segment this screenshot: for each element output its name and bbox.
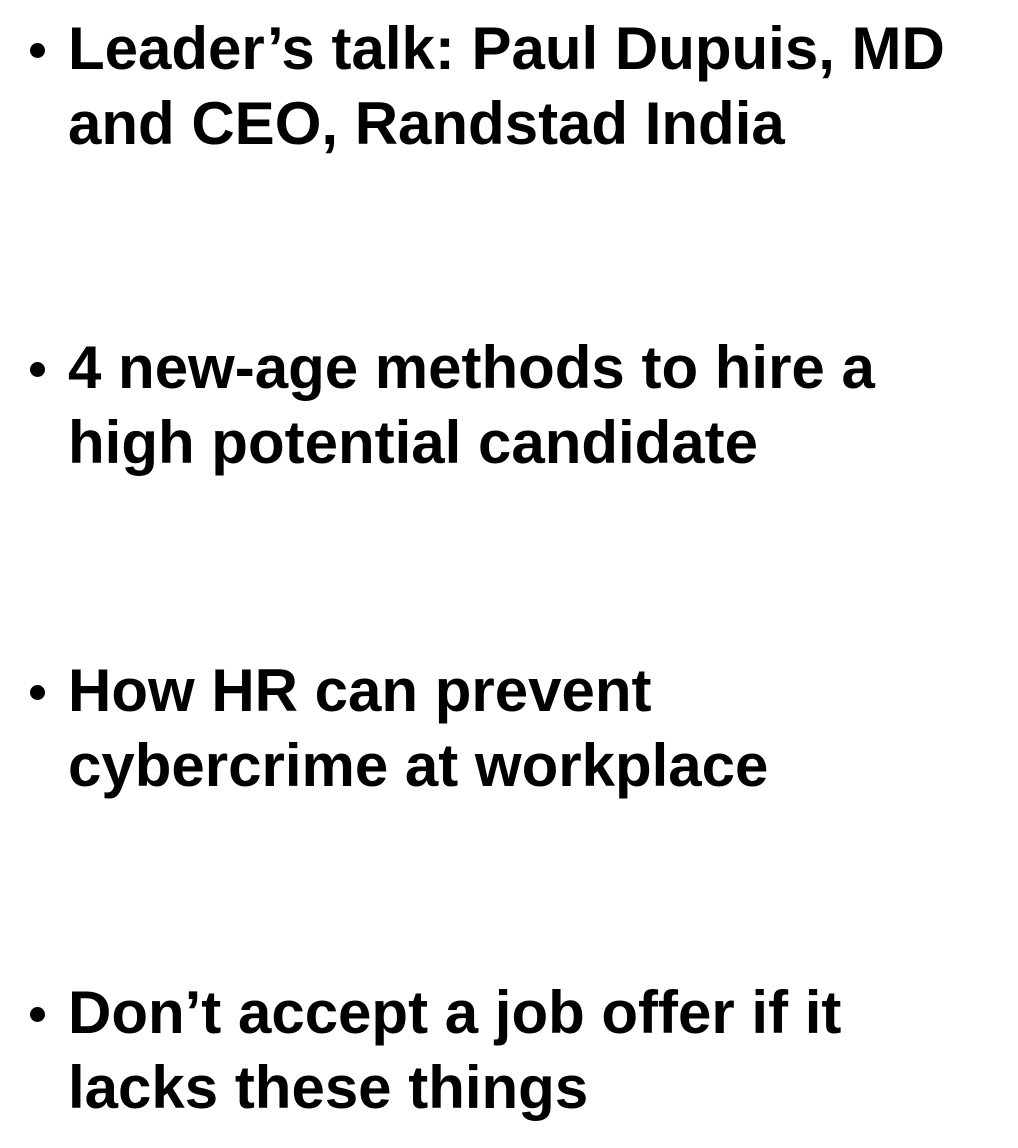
list-item-line: and CEO, Randstad India	[68, 90, 785, 157]
list-item-text: Leader’s talk: Paul Dupuis, MD and CEO, …	[68, 11, 945, 161]
bullet-icon	[30, 685, 45, 700]
list-item-line: How HR can prevent	[68, 657, 652, 724]
list-item-line: cybercrime at workplace	[68, 732, 769, 799]
list-item-line: high potential candidate	[68, 409, 759, 476]
list-item-text: How HR can prevent cybercrime at workpla…	[68, 653, 768, 803]
list-item-line: Leader’s talk: Paul Dupuis, MD	[68, 15, 945, 82]
list-item-line: lacks these things	[68, 1054, 589, 1121]
bullet-icon	[30, 43, 45, 58]
list-item-text: 4 new-age methods to hire a high potenti…	[68, 330, 875, 480]
bullet-icon	[30, 1007, 45, 1022]
list-item-line: Don’t accept a job offer if it	[68, 979, 842, 1046]
list-item-line: 4 new-age methods to hire a	[68, 334, 875, 401]
list-item-text: Don’t accept a job offer if it lacks the…	[68, 975, 841, 1125]
bullet-icon	[30, 362, 45, 377]
